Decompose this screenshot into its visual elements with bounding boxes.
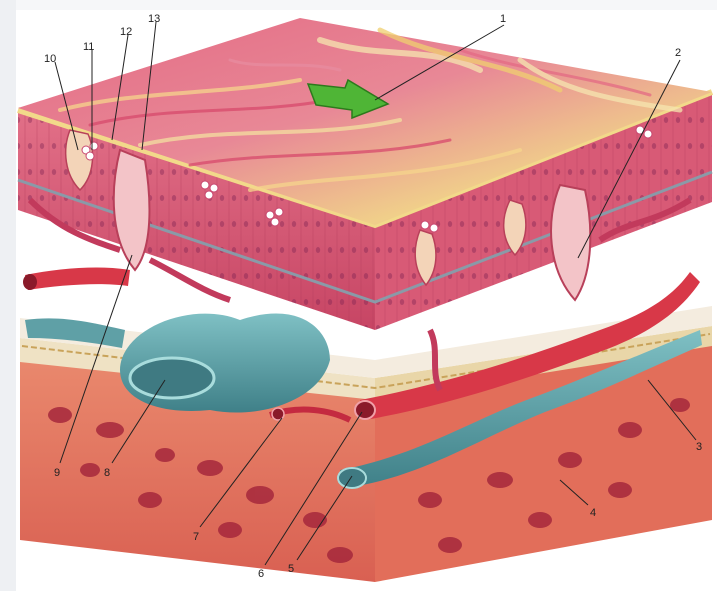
label-2: 2: [675, 47, 681, 59]
label-8: 8: [104, 467, 110, 479]
label-3: 3: [696, 441, 702, 453]
label-9: 9: [54, 467, 60, 479]
label-12: 12: [120, 26, 132, 38]
label-11: 11: [83, 41, 94, 53]
label-6: 6: [258, 568, 264, 580]
label-1: 1: [500, 13, 506, 25]
label-7: 7: [193, 531, 199, 543]
label-13: 13: [148, 13, 160, 25]
label-4: 4: [590, 507, 596, 519]
label-5: 5: [288, 563, 294, 575]
label-10: 10: [44, 53, 56, 65]
